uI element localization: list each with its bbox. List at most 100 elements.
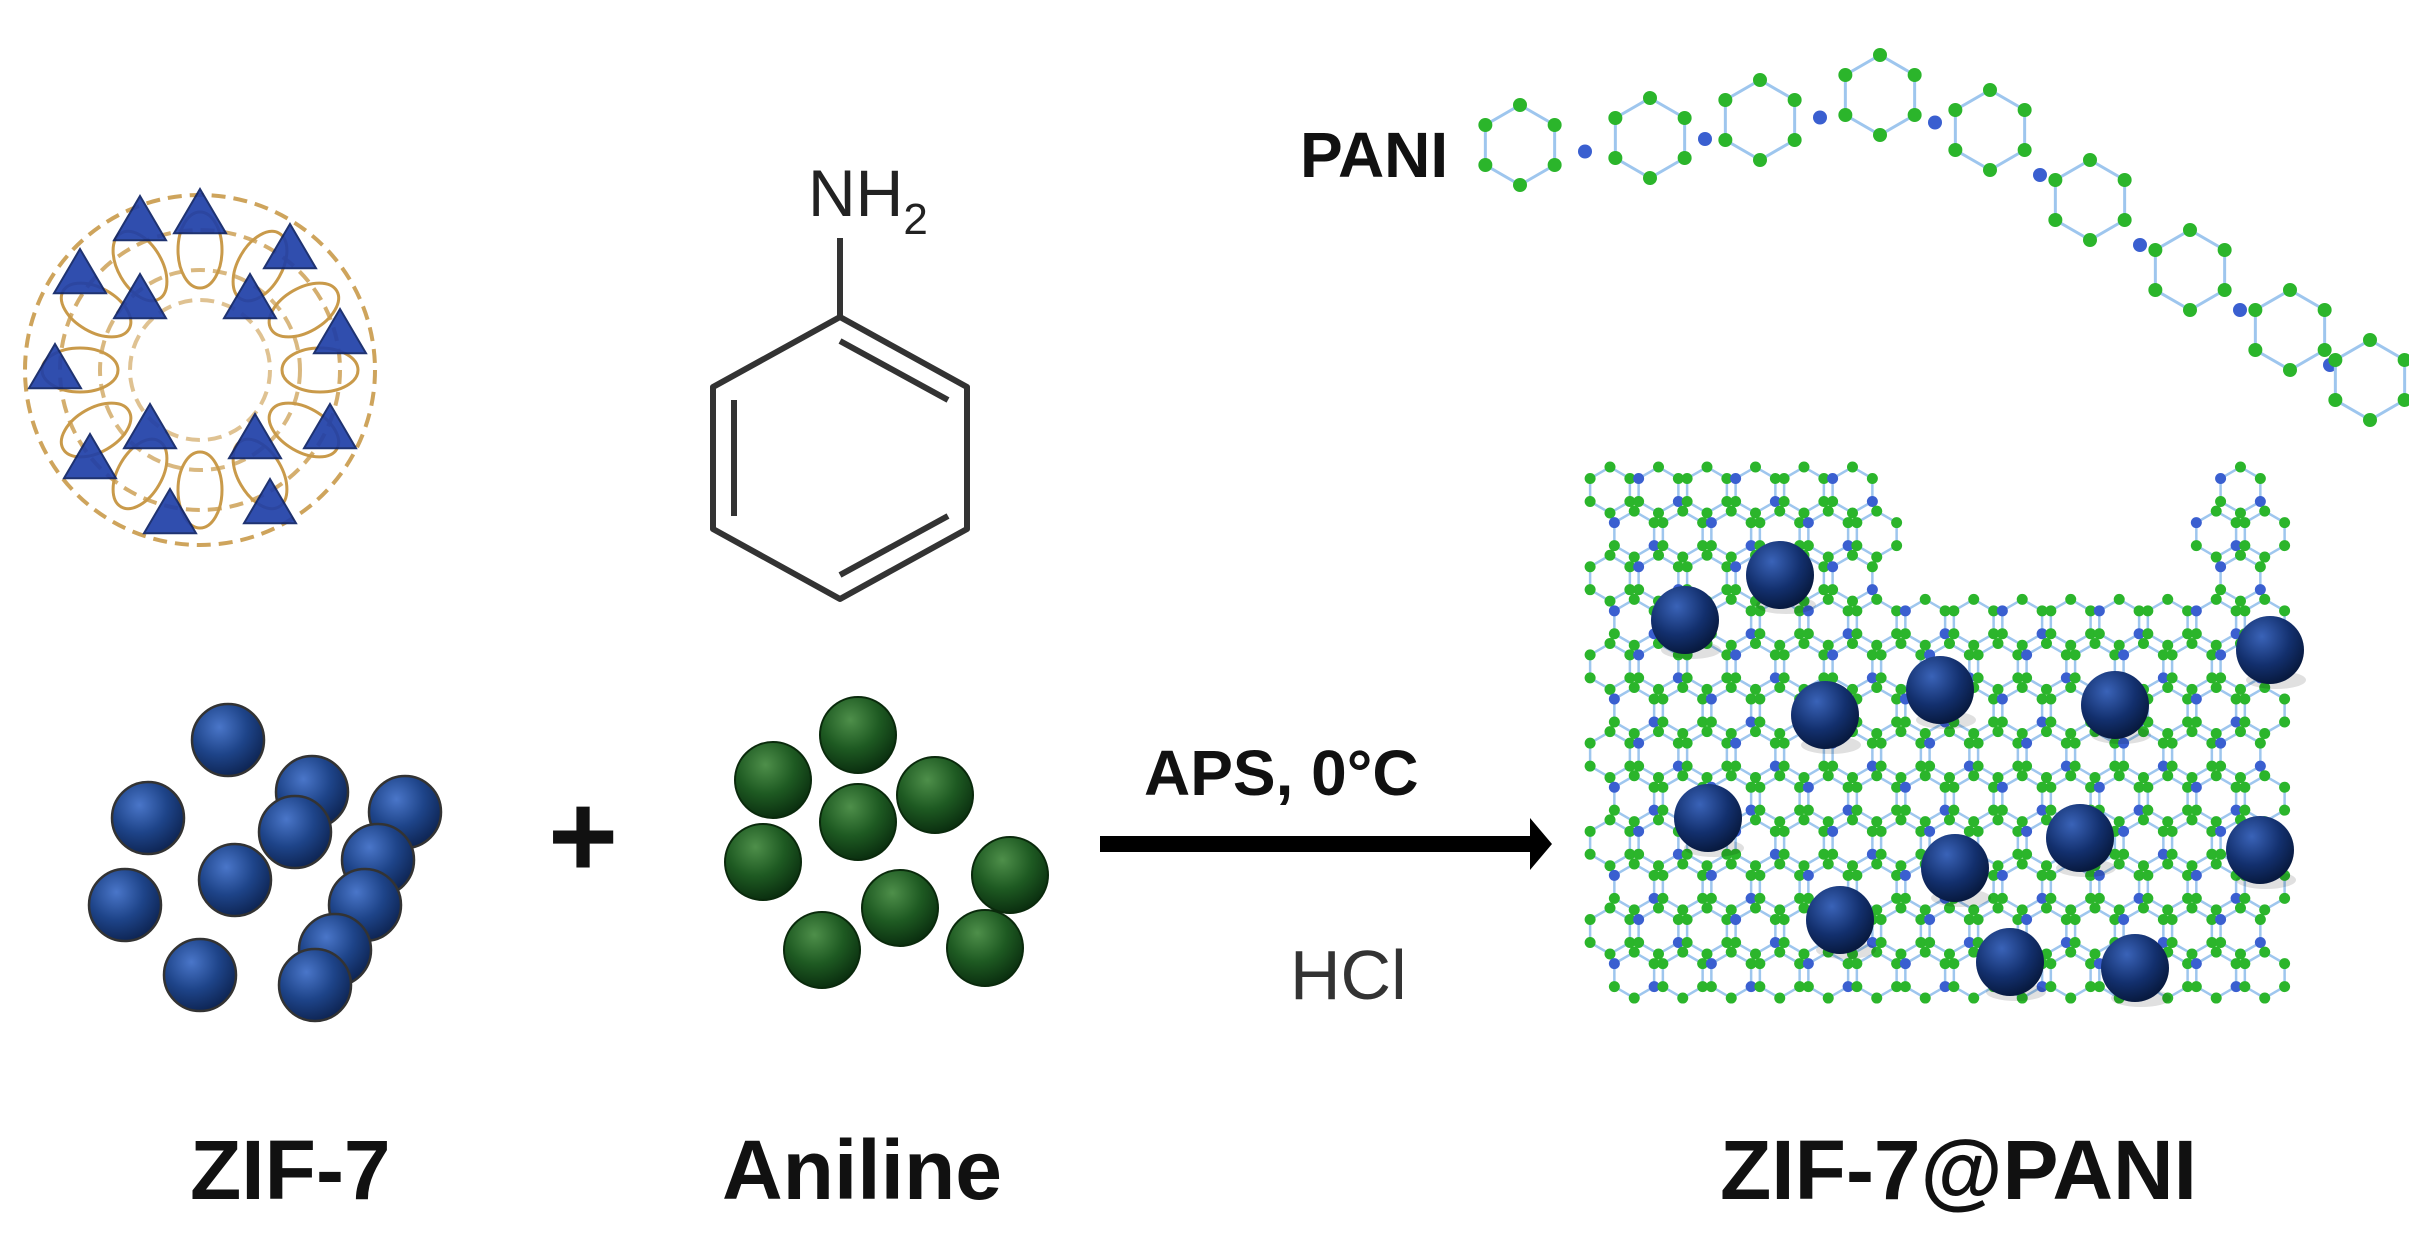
zif7-particle xyxy=(162,937,238,1013)
network-ring xyxy=(2146,862,2189,912)
network-atom xyxy=(1875,737,1887,749)
network-atom xyxy=(2210,682,2222,694)
pani-carbon-atom xyxy=(1547,158,1562,172)
network-atom xyxy=(2166,914,2178,926)
network-atom xyxy=(1624,495,1636,507)
network-atom xyxy=(2210,505,2222,517)
network-atom xyxy=(1721,936,1733,948)
network-atom xyxy=(2016,770,2028,782)
network-atom xyxy=(2210,992,2222,1004)
pani-label: PANI xyxy=(1300,119,1449,191)
network-atom xyxy=(2162,593,2174,605)
network-atom xyxy=(2162,992,2174,1004)
network-atom xyxy=(1818,848,1830,860)
aniline-particle xyxy=(819,696,897,774)
embedded-zif7-particle xyxy=(1921,834,1989,902)
network-ring xyxy=(1831,818,1874,868)
network-atom xyxy=(2230,605,2242,617)
network-ring xyxy=(2195,686,2238,735)
network-atom xyxy=(1827,584,1839,596)
network-atom xyxy=(1851,781,1863,793)
pani-carbon-atom xyxy=(2117,173,2132,187)
pani-carbon-atom xyxy=(1873,128,1887,142)
network-atom xyxy=(1891,892,1903,904)
pani-nitrogen-atom xyxy=(1813,110,1827,125)
pani-carbon-atom xyxy=(1983,163,1997,177)
network-atom xyxy=(2045,892,2057,904)
network-atom xyxy=(1871,858,1883,870)
network-atom xyxy=(2118,825,2130,837)
network-ring xyxy=(1831,641,1874,691)
network-ring xyxy=(1637,906,1680,956)
network-atom xyxy=(1749,902,1761,914)
network-atom xyxy=(1745,693,1757,705)
cage-ring xyxy=(23,193,377,547)
network-atom xyxy=(1891,869,1903,881)
network-atom xyxy=(1745,517,1757,529)
network-atom xyxy=(2190,804,2202,816)
network-atom xyxy=(2157,760,2169,772)
network-ring xyxy=(2243,509,2286,559)
pani-carbon-atom xyxy=(2397,393,2409,407)
network-atom xyxy=(2259,727,2271,739)
network-atom xyxy=(1628,992,1640,1004)
network-atom xyxy=(2045,869,2057,881)
network-atom xyxy=(2254,914,2266,926)
network-ring xyxy=(1613,597,1656,647)
network-atom xyxy=(1992,726,2004,738)
network-atom xyxy=(1628,682,1640,694)
pani-ring xyxy=(2253,288,2327,372)
network-ring xyxy=(2195,774,2238,824)
network-atom xyxy=(2186,683,2198,695)
network-atom xyxy=(2182,693,2194,705)
network-atom xyxy=(1778,760,1790,772)
network-atom xyxy=(2012,672,2024,684)
network-atom xyxy=(1677,858,1689,870)
pani-carbon-atom xyxy=(2328,393,2343,407)
network-atom xyxy=(1584,737,1596,749)
network-atom xyxy=(1895,637,1907,649)
aniline-particle xyxy=(783,911,861,989)
network-atom xyxy=(2040,683,2052,695)
network-ring xyxy=(1758,862,1801,912)
network-atom xyxy=(1939,958,1951,970)
network-atom xyxy=(2234,683,2246,695)
network-atom xyxy=(2118,737,2130,749)
network-atom xyxy=(1919,992,1931,1004)
network-ring xyxy=(1710,950,1753,1000)
network-ring xyxy=(1879,730,1923,780)
network-atom xyxy=(1604,595,1616,607)
pani-carbon-atom xyxy=(1643,171,1657,185)
network-atom xyxy=(1891,958,1903,970)
pani-carbon-atom xyxy=(2083,153,2097,167)
network-atom xyxy=(1891,605,1903,617)
cage-ring xyxy=(58,228,342,512)
network-atom xyxy=(1628,858,1640,870)
network-ring xyxy=(1710,686,1753,735)
network-atom xyxy=(1846,637,1858,649)
network-atom xyxy=(1802,892,1814,904)
network-atom xyxy=(1818,473,1830,485)
network-atom xyxy=(2157,649,2169,661)
network-ring xyxy=(1661,686,1704,735)
embedded-zif7-particle xyxy=(1976,928,2044,996)
network-atom xyxy=(1657,981,1669,993)
network-atom xyxy=(1725,992,1737,1004)
network-atom xyxy=(1584,473,1596,485)
network-atom xyxy=(1721,495,1733,507)
network-atom xyxy=(1778,495,1790,507)
network-atom xyxy=(1895,772,1907,784)
network-atom xyxy=(1725,639,1737,651)
network-atom xyxy=(2109,848,2121,860)
product-label: ZIF-7@PANI xyxy=(1720,1123,2198,1217)
network-atom xyxy=(1842,981,1854,993)
network-ring xyxy=(2170,641,2214,691)
network-atom xyxy=(2239,517,2251,529)
network-atom xyxy=(2215,672,2227,684)
network-atom xyxy=(2279,958,2291,970)
cage-tetrahedron xyxy=(27,342,83,390)
network-atom xyxy=(2259,593,2271,605)
pani-carbon-atom xyxy=(2183,303,2197,317)
network-atom xyxy=(1730,649,1742,661)
pani-nitrogen-atom xyxy=(2133,238,2147,252)
